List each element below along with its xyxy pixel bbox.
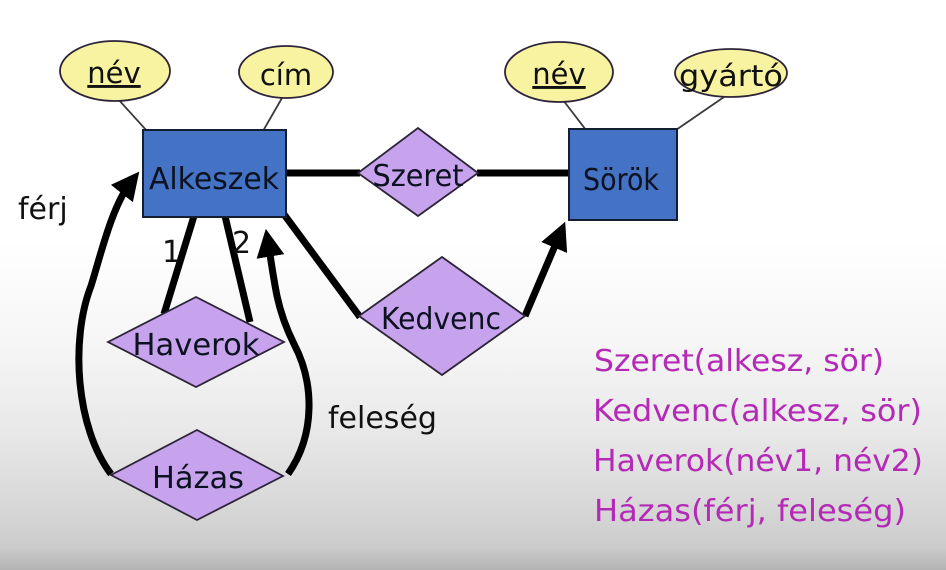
connector-hazas-ferj-arrow: [75, 171, 140, 477]
schema-line-kedvenc: Kedvenc(alkesz, sör): [593, 394, 922, 429]
relationship-label-hazas: Házas: [152, 461, 244, 496]
schema-line-szeret: Szeret(alkesz, sör): [594, 344, 884, 379]
attribute-nev-alkeszek: [59, 40, 171, 102]
connector-nev-alkeszek: [117, 98, 148, 132]
connector-alkeszek-haverok-2: [221, 215, 254, 323]
relationship-szeret: [356, 126, 480, 218]
attribute-nev-sorok: [504, 41, 614, 103]
connector-gyarto-sorok: [675, 96, 725, 131]
attribute-cim: [238, 45, 334, 99]
connector-alkeszek-haverok-1: [160, 214, 198, 316]
relationship-hazas: [109, 428, 285, 522]
connector-hazas-feleseg-arrow: [256, 228, 313, 477]
edge-label-feleseg: feleség: [328, 401, 437, 436]
attribute-label-cim: cím: [260, 58, 312, 92]
attribute-label-nev-sorok: név: [532, 57, 585, 91]
edge-label-ferj: férj: [18, 192, 68, 227]
connector-kedvenc-sorok-arrow: [521, 221, 568, 318]
schema-line-hazas: Házas(férj, feleség): [594, 494, 906, 529]
entity-alkeszek: [142, 129, 287, 218]
connector-alkeszek-kedvenc: [280, 210, 363, 320]
relationship-label-haverok: Haverok: [133, 328, 261, 363]
entity-label-alkeszek: Alkeszek: [149, 162, 280, 197]
entity-label-sorok: Sörök: [583, 163, 660, 198]
edge-label-1: 1: [162, 235, 181, 270]
attribute-gyarto: [674, 48, 788, 98]
edge-label-2: 2: [232, 226, 251, 261]
connector-cim-alkeszek: [262, 97, 283, 132]
entity-sorok: [568, 128, 678, 221]
connector-nev-sorok: [562, 99, 587, 131]
attribute-label-nev-alkeszek: név: [87, 56, 140, 90]
relationship-label-kedvenc: Kedvenc: [381, 302, 501, 337]
relationship-label-szeret: Szeret: [373, 159, 464, 194]
relationship-haverok: [106, 295, 286, 389]
relationship-kedvenc: [357, 255, 527, 377]
attribute-label-gyarto: gyártó: [679, 59, 783, 93]
schema-line-haverok: Haverok(név1, név2): [593, 444, 923, 479]
